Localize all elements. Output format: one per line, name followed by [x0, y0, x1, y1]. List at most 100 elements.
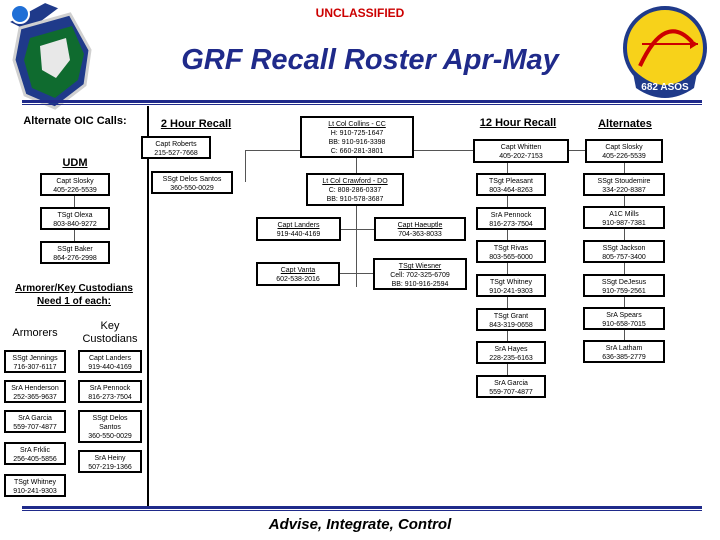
682-asos-logo: 682 ASOS: [623, 6, 707, 98]
landers-phone: 919-440-4169: [276, 231, 321, 238]
cc-do-connector: [356, 157, 357, 287]
haeuptle-phone: 704-363-8033: [398, 231, 442, 238]
twelve-hour-card-8: SrA Garcia 559-707-4877: [476, 375, 546, 398]
armorer-card-3: SrA Garcia 559-707-4877: [4, 410, 66, 433]
twelve-hour-phone-8: 559-707-4877: [489, 389, 533, 396]
twelve-hour-name-2: TSgt Pleasant: [489, 178, 533, 185]
two-hour-card-1: Capt Roberts 215-527-7668: [141, 136, 211, 159]
alternate-phone-4: 805-757-3400: [602, 254, 646, 261]
alternates-heading: Alternates: [598, 118, 652, 130]
two-hour-name-1: Capt Roberts: [155, 141, 197, 148]
udm-name-3: SSgt Baker: [57, 246, 93, 253]
commander-name: Lt Col Collins - CC: [328, 121, 386, 128]
udm-card-3: SSgt Baker 864-276-2998: [40, 241, 110, 264]
bottom-rule-thin: [22, 510, 702, 511]
twelve-hour-connector: [507, 150, 508, 385]
landers-haeuptle-connector: [341, 229, 374, 230]
alternate-card-2: SSgt Stoudemire 334-220-8387: [583, 173, 665, 196]
classification-banner: UNCLASSIFIED: [315, 6, 405, 20]
column-divider: [147, 106, 149, 506]
do-card: Lt Col Crawford - DO C: 808-286-0337 BB:…: [306, 173, 404, 206]
alternate-card-1: Capt Slosky 405-226-5539: [585, 139, 663, 163]
cc-right-connector: [413, 150, 473, 151]
commander-card: Lt Col Collins - CC H: 910-725-1647 BB: …: [300, 116, 414, 158]
alternate-name-1: Capt Slosky: [605, 144, 643, 151]
top-rule-thin: [22, 104, 702, 105]
two-hour-heading: 2 Hour Recall: [160, 118, 232, 130]
unit-patch-logo: [5, 0, 92, 110]
armorer-card-4: SrA Frklic 256-405-5856: [4, 442, 66, 465]
armorer-name-4: SrA Frklic: [20, 447, 50, 454]
alternate-name-3: A1C Mills: [609, 211, 639, 218]
twelve-hour-card-1: Capt Whitten 405-202-7153: [473, 139, 569, 163]
top-rule: [22, 100, 702, 103]
twelve-hour-phone-4: 803-565-6000: [489, 254, 533, 261]
custodian-heading: Armorer/Key Custodians Need 1 of each:: [15, 283, 133, 307]
twelve-hour-card-5: TSgt Whitney 910-241-9303: [476, 274, 546, 297]
haeuptle-name: Capt Haeuptle: [397, 222, 443, 229]
armorer-phone-2: 252-365-9637: [13, 394, 57, 401]
twelve-hour-card-2: TSgt Pleasant 803-464-8263: [476, 173, 546, 196]
do-cell: C: 808-286-0337: [328, 187, 382, 194]
twelve-hour-name-4: TSgt Rivas: [493, 245, 529, 252]
page-title: GRF Recall Roster Apr-May: [181, 44, 559, 76]
vanta-card: Capt Vanta 602-538-2016: [256, 262, 340, 286]
twelve-hour-name-7: SrA Hayes: [494, 346, 528, 353]
twelve-hour-name-3: SrA Pennock: [490, 212, 532, 219]
do-bb: BB: 910-578-3687: [326, 196, 384, 203]
twelve-hour-phone-1: 405-202-7153: [499, 153, 543, 160]
alternate-card-4: SSgt Jackson 805-757-3400: [583, 240, 665, 263]
vanta-name: Capt Vanta: [280, 267, 316, 274]
armorer-name-3: SrA Garcia: [18, 415, 52, 422]
key-custodians-heading: Key Custodians: [82, 320, 138, 345]
armorer-name-1: SSgt Jennings: [12, 355, 58, 362]
wiesner-card: TSgt Wiesner Cell: 702-325-6709 BB: 910-…: [373, 258, 467, 290]
twelve-hour-card-6: TSgt Grant 843-319-0658: [476, 308, 546, 331]
armorer-card-2: SrA Henderson 252-365-9637: [4, 380, 66, 403]
cc-left-connector: [245, 150, 300, 151]
commander-bb: BB: 910-916-3398: [328, 139, 386, 146]
two-hour-name-2: SSgt Delos Santos: [162, 176, 222, 183]
armorer-name-5: TSgt Whitney: [13, 479, 56, 486]
do-name: Lt Col Crawford - DO: [322, 178, 388, 185]
twelve-hour-name-5: TSgt Whitney: [489, 279, 532, 286]
two-hour-phone-2: 360-550-0029: [170, 185, 214, 192]
oic-heading: Alternate OIC Calls:: [23, 115, 127, 127]
key-custodian-phone-3: 360-550-0029: [88, 433, 132, 440]
alternate-card-3: A1C Mills 910-987-7381: [583, 206, 665, 229]
armorer-phone-5: 910-241-9303: [13, 488, 57, 495]
udm-card-2: TSgt Olexa 803-840-9272: [40, 207, 110, 230]
twelve-hour-phone-2: 803-464-8263: [489, 187, 533, 194]
udm-card-1: Capt Slosky 405-226-5539: [40, 173, 110, 196]
two-hour-connector: [245, 150, 246, 182]
armorer-phone-4: 256-405-5856: [13, 456, 57, 463]
twelve-hour-name-6: TSgt Grant: [493, 313, 529, 320]
alternate-card-6: SrA Spears 910-658-7015: [583, 307, 665, 330]
key-custodian-phone-1: 919-440-4169: [88, 364, 132, 371]
wiesner-cell: Cell: 702-325-6709: [390, 272, 450, 279]
alternate-name-5: SSgt DeJesus: [601, 279, 647, 286]
key-custodian-name-2: SrA Pennock: [89, 385, 131, 392]
key-custodian-card-3: SSgt Delos Santos 360-550-0029: [78, 410, 142, 443]
wiesner-name: TSgt Wiesner: [398, 263, 442, 270]
key-custodian-name-4: SrA Heiny: [94, 455, 126, 462]
key-custodian-card-4: SrA Heiny 507-219-1366: [78, 450, 142, 473]
twelve-hour-card-3: SrA Pennock 816-273-7504: [476, 207, 546, 230]
footer-motto: Advise, Integrate, Control: [268, 516, 452, 533]
two-hour-card-2: SSgt Delos Santos 360-550-0029: [151, 171, 233, 194]
twelve-hour-name-8: SrA Garcia: [494, 380, 528, 387]
alternate-name-7: SrA Latham: [605, 345, 643, 352]
udm-name-1: Capt Slosky: [56, 178, 94, 185]
alternate-phone-5: 910-759-2561: [602, 288, 646, 295]
armorer-card-1: SSgt Jennings 716-307-6117: [4, 350, 66, 373]
key-custodian-card-1: Capt Landers 919-440-4169: [78, 350, 142, 373]
twelve-hour-card-7: SrA Hayes 228-235-6163: [476, 341, 546, 364]
twelve-hour-phone-7: 228-235-6163: [489, 355, 533, 362]
twelve-hour-name-1: Capt Whitten: [500, 144, 542, 151]
haeuptle-card: Capt Haeuptle 704-363-8033: [374, 217, 466, 241]
alternate-card-5: SSgt DeJesus 910-759-2561: [583, 274, 665, 297]
commander-home: H: 910-725-1647: [330, 130, 384, 137]
key-custodian-phone-4: 507-219-1366: [88, 464, 132, 471]
udm-heading: UDM: [62, 157, 88, 169]
key-custodian-name-3: SSgt Delos Santos: [92, 415, 128, 431]
